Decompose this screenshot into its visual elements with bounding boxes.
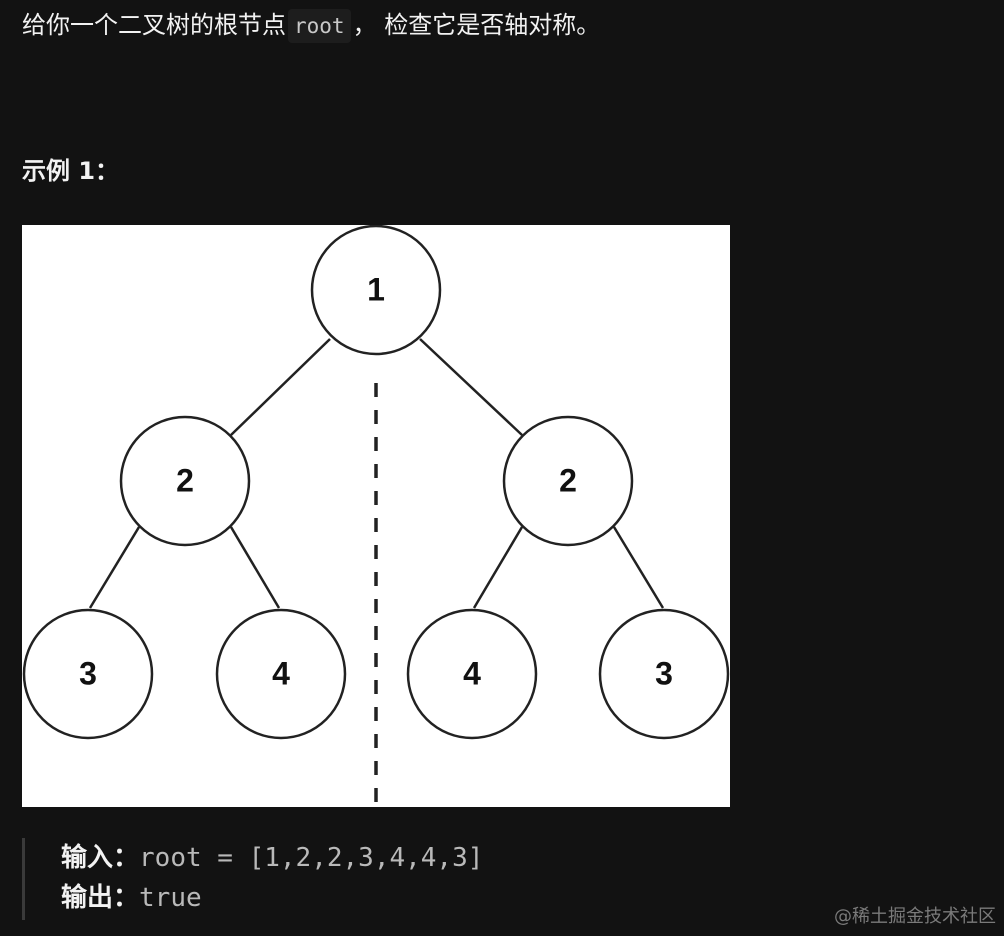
- tree-node-root: 1: [310, 225, 442, 356]
- inline-code-root: root: [288, 9, 351, 43]
- edge-1-2-left: [230, 338, 331, 436]
- node-label: 3: [79, 655, 97, 691]
- problem-text-suffix: ， 检查它是否轴对称。: [352, 11, 601, 39]
- output-value: true: [139, 883, 202, 913]
- node-label: 4: [463, 655, 481, 691]
- node-label: 3: [655, 655, 673, 691]
- node-label: 4: [272, 655, 290, 691]
- input-value: root = [1,2,2,3,4,4,3]: [139, 843, 484, 873]
- tree-node-left-right: 4: [215, 608, 347, 740]
- example-input-line: 输入：root = [1,2,2,3,4,4,3]: [61, 838, 483, 878]
- problem-text-prefix: 给你一个二叉树的根节点: [22, 11, 286, 39]
- example-heading: 示例 1：: [22, 157, 120, 185]
- example-io-block: 输入：root = [1,2,2,3,4,4,3] 输出：true: [22, 838, 625, 920]
- tree-node-right-child: 2: [502, 415, 634, 547]
- tree-diagram: 1 2 2 3 4 4 3: [22, 225, 730, 807]
- edge-1-2-right: [419, 338, 523, 436]
- output-label: 输出：: [61, 883, 140, 913]
- node-label: 2: [176, 462, 194, 498]
- node-label: 1: [367, 271, 385, 307]
- tree-node-left-child: 2: [119, 415, 251, 547]
- example-output-line: 输出：true: [61, 878, 202, 918]
- edge-2-4-left: [229, 526, 281, 609]
- edge-2-3-right: [612, 526, 665, 609]
- tree-node-right-right: 3: [598, 608, 730, 740]
- tree-node-left-left: 3: [22, 608, 154, 740]
- edge-2-3-left: [88, 526, 141, 609]
- watermark: @稀土掘金技术社区: [834, 906, 996, 927]
- node-label: 2: [559, 462, 577, 498]
- tree-node-right-left: 4: [406, 608, 538, 740]
- input-label: 输入：: [61, 843, 140, 873]
- symmetric-tree-figure: 1 2 2 3 4 4 3: [22, 225, 730, 807]
- edge-2-4-right: [472, 526, 524, 609]
